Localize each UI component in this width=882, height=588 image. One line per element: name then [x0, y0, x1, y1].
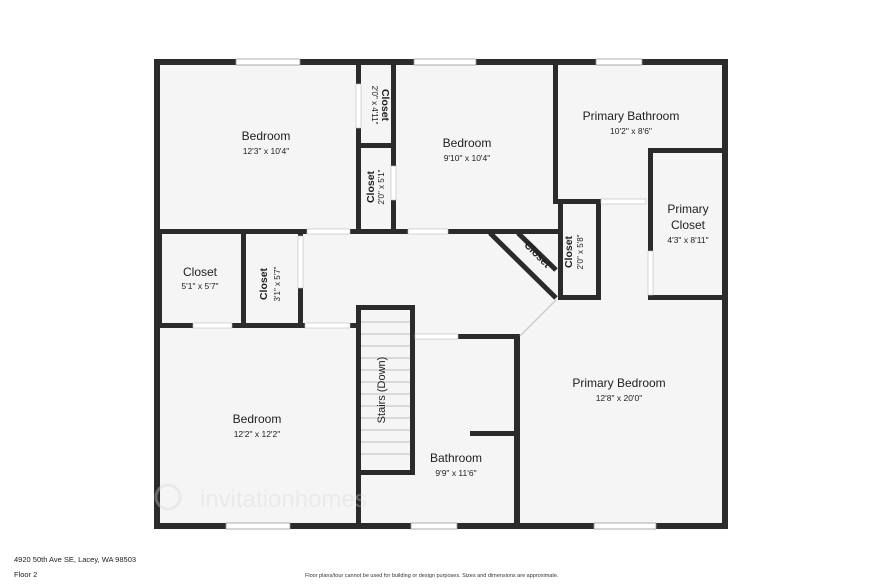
- room-dims-primary-closet: 4'3" x 8'11": [667, 235, 708, 245]
- room-label-primary-bedroom: Primary Bedroom: [572, 376, 665, 390]
- windows: [225, 58, 657, 530]
- room-label-bedroom-3: Bedroom: [233, 412, 282, 426]
- door-openings: [192, 83, 654, 340]
- room-dims-closet-5: 3'1" x 5'7": [273, 266, 282, 301]
- room-dims-bedroom-3: 12'2" x 12'2": [234, 429, 281, 439]
- room-label-primary-closet-line1: Primary: [667, 202, 708, 216]
- stairs-label: Stairs (Down): [376, 357, 388, 424]
- room-label-closet-5: Closet: [258, 267, 270, 300]
- disclaimer-text: Floor plans/tour cannot be used for buil…: [305, 573, 559, 579]
- room-label-bathroom: Bathroom: [430, 451, 482, 465]
- room-dims-closet-3: 2'0" x 5'8": [576, 234, 585, 269]
- room-label-primary-bathroom: Primary Bathroom: [583, 109, 680, 123]
- room-dims-closet-2: 2'0" x 5'1": [377, 169, 386, 204]
- room-dims-primary-bedroom: 12'8" x 20'0": [596, 393, 643, 403]
- room-label-primary-closet-line2: Closet: [671, 218, 706, 232]
- room-dims-closet-1: 2'0" x 4'11": [370, 86, 379, 125]
- room-dims-bathroom: 9'9" x 11'6": [435, 468, 476, 478]
- room-dims-primary-bathroom: 10'2" x 8'6": [610, 126, 652, 136]
- floor-area: [157, 62, 725, 526]
- stair-treads: [361, 321, 410, 455]
- property-address: 4920 50th Ave SE, Lacey, WA 98503: [14, 555, 137, 564]
- diagonal-door-opening: [519, 299, 557, 337]
- diagonal-walls: [488, 231, 558, 300]
- room-label-bedroom-1: Bedroom: [242, 129, 291, 143]
- room-label-closet-1: Closet: [379, 89, 391, 122]
- watermark-logo: invitationhomes: [154, 483, 367, 513]
- watermark-brand-text: invitationhomes: [200, 486, 367, 513]
- room-dims-closet-4: 5'1" x 5'7": [181, 281, 218, 291]
- room-dims-bedroom-2: 9'10" x 10'4": [444, 153, 491, 163]
- floor-label: Floor 2: [14, 570, 38, 579]
- room-label-closet-2: Closet: [365, 170, 377, 203]
- room-label-closet-4: Closet: [183, 265, 218, 279]
- room-label-bedroom-2: Bedroom: [443, 136, 492, 150]
- interior-walls: [157, 62, 725, 526]
- room-label-closet-3: Closet: [563, 235, 575, 268]
- room-dims-bedroom-1: 12'3" x 10'4": [243, 146, 290, 156]
